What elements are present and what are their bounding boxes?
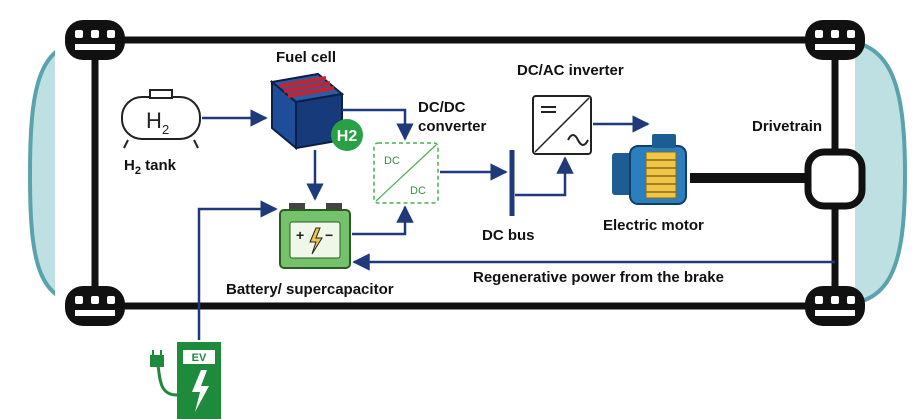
- wheel-icon: [805, 286, 865, 326]
- arrow-bus-to-inverter: [515, 156, 574, 197]
- dcdc-title-line2: converter: [418, 118, 487, 135]
- wheel-icon: [65, 20, 125, 60]
- battery-minus: −: [325, 227, 333, 243]
- h2-tank-glyph-sub: 2: [162, 122, 169, 137]
- dc-bus-label: DC bus: [482, 227, 535, 244]
- inverter-icon: [532, 95, 592, 155]
- h2-tank-label: H2 tank: [124, 157, 177, 177]
- wheel-icon: [805, 20, 865, 60]
- dcdc-in-label: DC: [384, 155, 400, 167]
- inverter-label: DC/AC inverter: [517, 62, 624, 79]
- regen-label: Regenerative power from the brake: [473, 269, 724, 286]
- drivetrain-icon: [804, 148, 866, 210]
- arrow-charger-to-battery: [197, 200, 278, 340]
- drivetrain-label: Drivetrain: [752, 118, 822, 135]
- ev-label: EV: [192, 352, 207, 364]
- h2-tank-icon: H 2: [121, 89, 201, 149]
- battery-label: Battery/ supercapacitor: [226, 281, 394, 298]
- wheel-icon: [65, 286, 125, 326]
- battery-icon: + −: [279, 203, 351, 269]
- h2-badge: H2: [337, 128, 358, 145]
- dcdc-out-label: DC: [410, 185, 426, 197]
- dcdc-title-line1: DC/DC: [418, 99, 466, 116]
- h2-tank-glyph: H: [146, 108, 162, 133]
- fuel-cell-label: Fuel cell: [276, 49, 336, 66]
- battery-plus: +: [296, 227, 304, 243]
- fuel-cell-icon: H2: [269, 72, 363, 151]
- arrow-battery-to-converter: [352, 205, 414, 236]
- electric-motor-label: Electric motor: [603, 217, 704, 234]
- ev-charger-icon: EV: [150, 342, 221, 419]
- electric-motor-icon: [612, 134, 687, 205]
- dc-dc-converter-icon: DC DC: [373, 142, 439, 204]
- power-flow-arrows: [197, 108, 835, 340]
- arrow-fuelcell-to-converter: [342, 108, 414, 141]
- chassis-frame: [91, 36, 839, 310]
